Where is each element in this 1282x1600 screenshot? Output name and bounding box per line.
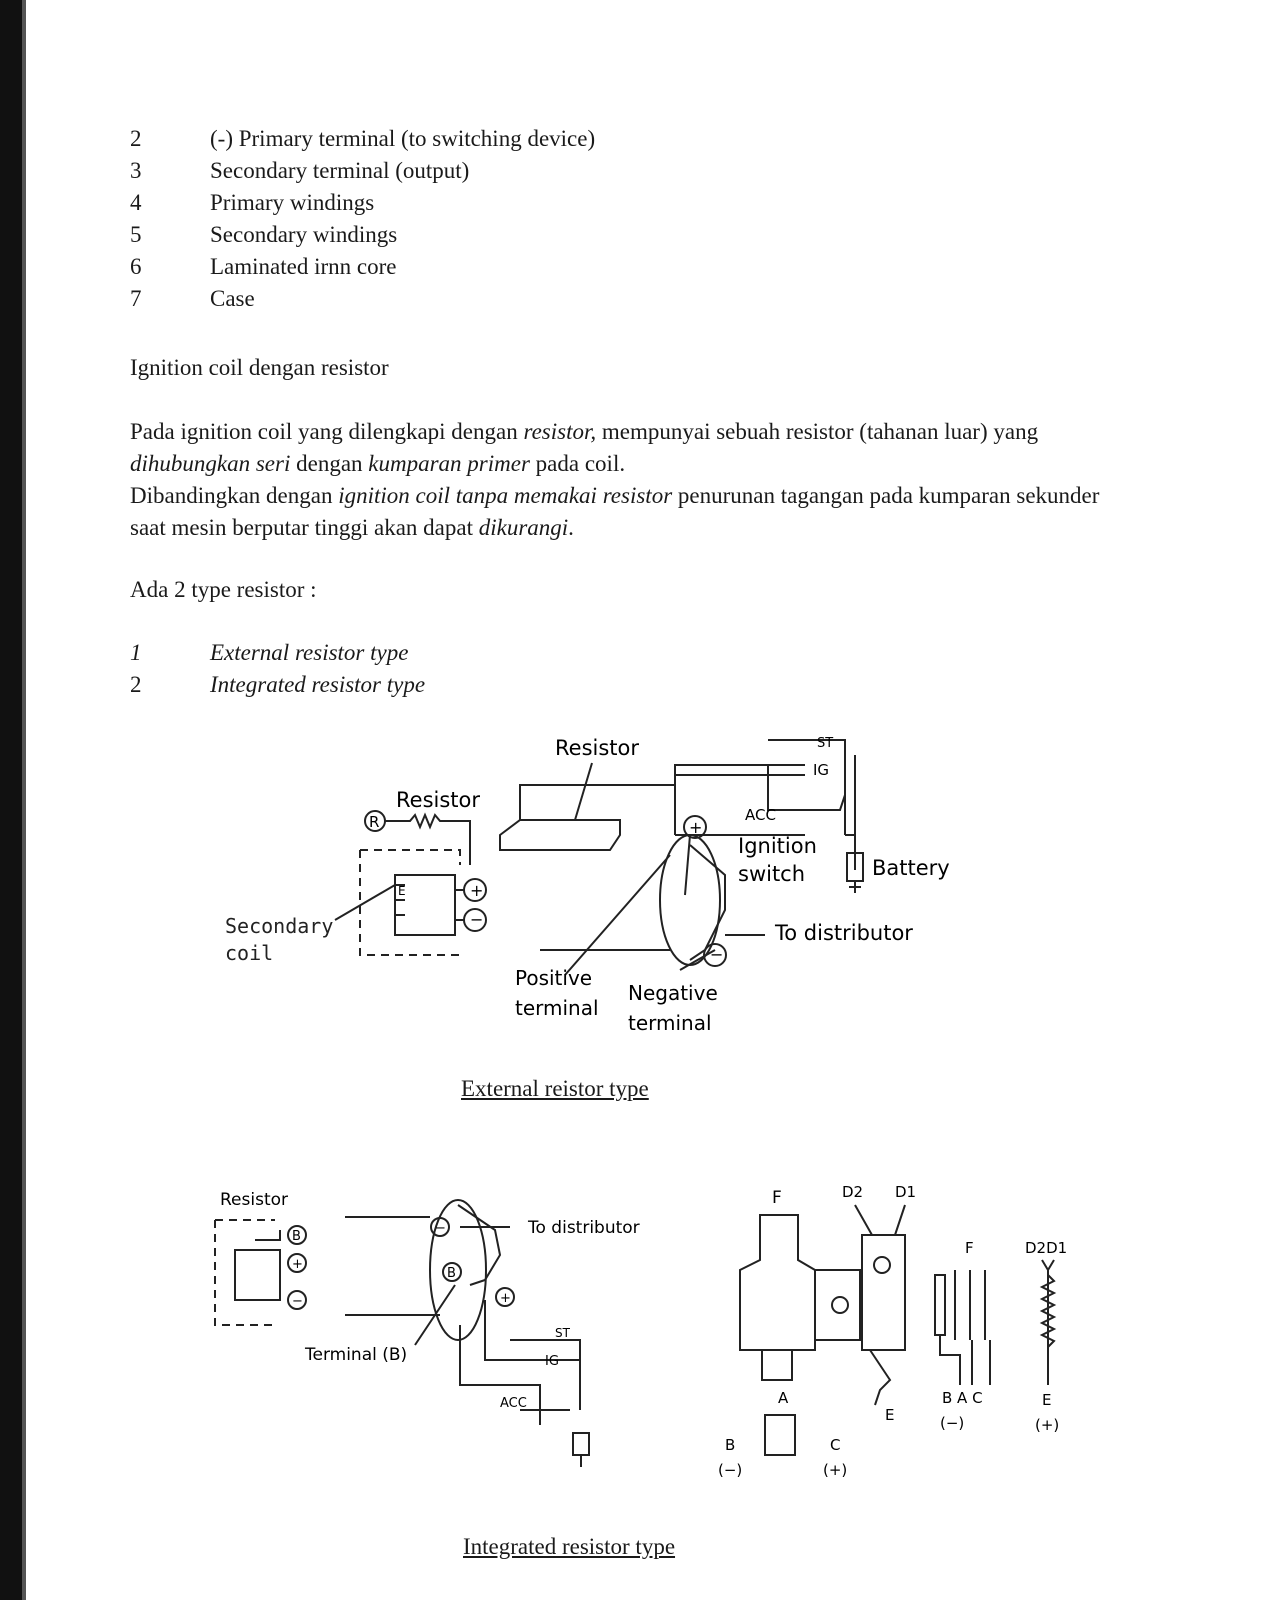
f-label: F [772, 1188, 782, 1208]
f-label-2: F [965, 1239, 974, 1257]
list-number: 4 [130, 190, 142, 215]
positive-terminal-label-2: terminal [515, 996, 599, 1020]
minus-sign: − [470, 910, 483, 929]
text-run-italic: dikurangi [478, 515, 569, 540]
coil-minus-mark: − [435, 1221, 446, 1236]
a-label: A [778, 1389, 789, 1407]
e-pos-sign: (+) [1035, 1416, 1059, 1434]
scan-left-edge [0, 0, 22, 1600]
secondary-coil-label-2: coil [225, 941, 273, 965]
list-number: 5 [130, 222, 142, 247]
text-run: Pada ignition coil yang dilengkapi denga… [130, 419, 524, 444]
positive-terminal-label-1: Positive [515, 966, 592, 990]
ignition-switch-label-2: switch [738, 862, 805, 886]
plus-sign: + [470, 881, 483, 900]
coil-plus-mark: + [500, 1291, 511, 1306]
to-distributor-label: To distributor [774, 921, 913, 945]
st-label-2: ST [555, 1326, 571, 1340]
text-run: mempunyai sebuah resistor (tahanan luar)… [596, 419, 1039, 444]
ig-label-2: IG [545, 1354, 559, 1369]
types-intro: Ada 2 type resistor : [130, 577, 317, 602]
text-run: Dibandingkan dengan [130, 483, 339, 508]
d2-label: D2 [842, 1183, 863, 1201]
list-text: Integrated resistor type [210, 672, 426, 697]
list-text: Secondary terminal (output) [210, 158, 470, 183]
text-run: . [568, 515, 574, 540]
resistor-top-label: Resistor [555, 736, 639, 760]
list-number: 3 [130, 158, 142, 183]
c-pos-label: C [830, 1436, 840, 1454]
b-neg-sign: (−) [718, 1461, 742, 1479]
acc-label-2: ACC [500, 1396, 527, 1411]
resistor-left-label: Resistor [396, 788, 480, 812]
ig-label: IG [813, 761, 829, 779]
scan-left-edge-shadow [22, 0, 26, 1600]
bac-label: B A C [942, 1389, 983, 1407]
minus-mark: − [292, 1294, 303, 1309]
d1-label: D1 [895, 1183, 916, 1201]
secondary-coil-label-1: Secondary [225, 914, 333, 938]
list-text: Laminated irnn core [210, 254, 397, 279]
list-number: 2 [130, 126, 142, 151]
r-terminal-label: R [369, 813, 379, 831]
ignition-switch-label-1: Ignition [738, 834, 817, 858]
external-resistor-diagram: R Resistor E + − Secondary coil Resistor… [225, 736, 950, 1035]
to-distributor-label-2: To distributor [527, 1218, 640, 1238]
acc-label: ACC [745, 806, 776, 824]
integrated-resistor-diagram: Resistor B + − − B + To distributor Term… [214, 1183, 1067, 1479]
text-run: penurunan tagangan pada kumparan sekunde… [130, 483, 1100, 540]
coil-minus-sign: − [710, 945, 723, 964]
text-run-italic: kumparan primer [368, 451, 530, 476]
negative-terminal-label-1: Negative [628, 981, 718, 1005]
text-run: pada coil. [529, 451, 626, 476]
text-run-italic: ignition coil tanpa memakai resistor [338, 483, 673, 508]
list-number: 1 [130, 640, 142, 665]
list-text: Primary windings [210, 190, 375, 215]
b-neg-label: B [725, 1436, 735, 1454]
text-run-italic: dihubungkan seri [130, 451, 291, 476]
e-mark: E [398, 884, 406, 898]
e-label: E [885, 1406, 894, 1424]
text-run-italic: resistor, [523, 419, 597, 444]
list-number: 2 [130, 672, 142, 697]
paragraph-1: Pada ignition coil yang dilengkapi denga… [130, 416, 1132, 480]
negative-terminal-label-2: terminal [628, 1011, 712, 1035]
coil-b-mark: B [447, 1266, 456, 1281]
terminal-b-label: Terminal (B) [304, 1345, 407, 1365]
b-mark: B [292, 1229, 301, 1244]
paragraph-2: Dibandingkan dengan ignition coil tanpa … [130, 480, 1132, 544]
plus-mark: + [292, 1257, 303, 1272]
list-text: (-) Primary terminal (to switching devic… [210, 126, 596, 151]
d2d1-label: D2D1 [1025, 1239, 1067, 1257]
resistor-label: Resistor [220, 1190, 288, 1210]
list-text: Case [210, 286, 255, 311]
section-heading: Ignition coil dengan resistor [130, 355, 389, 380]
e-label-2: E [1042, 1391, 1051, 1409]
text-run: dengan [290, 451, 369, 476]
caption-external: External reistor type [461, 1076, 649, 1101]
bac-neg-sign: (−) [940, 1414, 964, 1432]
caption-integrated: Integrated resistor type [463, 1534, 676, 1559]
list-number: 6 [130, 254, 142, 279]
list-text: External resistor type [210, 640, 409, 665]
c-pos-sign: (+) [823, 1461, 847, 1479]
st-label: ST [817, 736, 833, 751]
list-number: 7 [130, 286, 142, 311]
battery-icon-2 [572, 1432, 590, 1456]
coil-plus-sign: + [689, 818, 702, 837]
list-text: Secondary windings [210, 222, 398, 247]
battery-label: Battery [872, 856, 950, 880]
